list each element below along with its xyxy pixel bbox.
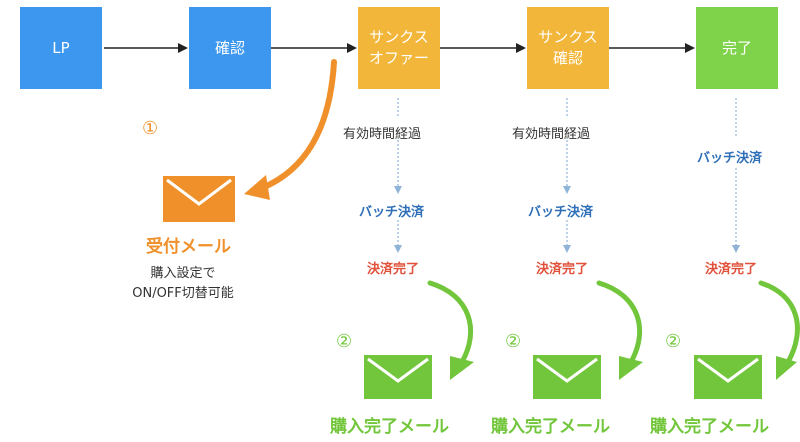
col3-step-number-2: ②	[665, 331, 682, 352]
flow-box-thanks-offer: サンクス オファー	[358, 7, 440, 89]
reception-mail-note-line1: 購入設定で	[150, 266, 216, 281]
reception-mail-note-line2: ON/OFF切替可能	[132, 286, 234, 301]
flow-box-kanryo: 完了	[696, 7, 778, 89]
flow-box-thanks-kakunin: サンクス 確認	[527, 7, 609, 89]
col2-complete-mail-title: 購入完了メール	[491, 417, 610, 437]
col3-batch-label: バッチ決済	[697, 151, 763, 166]
step-number-1: ①	[142, 118, 159, 139]
col2-done-label: 決済完了	[536, 262, 589, 277]
curved-arrow-green-2-head	[619, 356, 643, 380]
envelope-icon-green-1	[364, 355, 432, 399]
envelope-icon-orange	[163, 176, 235, 222]
col3-done-label: 決済完了	[705, 262, 758, 277]
col2-elapsed-label: 有効時間経過	[512, 127, 591, 142]
flow-box-kakunin: 確認	[189, 7, 271, 89]
col1-done-label: 決済完了	[367, 262, 420, 277]
col1-step-number-2: ②	[336, 331, 353, 352]
col1-batch-label: バッチ決済	[359, 205, 425, 220]
envelope-icon-green-3	[694, 355, 762, 399]
curved-arrow-orange	[259, 59, 337, 191]
curved-arrow-green-1	[427, 280, 473, 365]
curved-arrow-green-3	[758, 280, 800, 365]
col1-complete-mail-title: 購入完了メール	[330, 417, 449, 437]
reception-mail-title: 受付メール	[146, 237, 231, 257]
curved-arrow-green-2	[596, 280, 642, 365]
col1-elapsed-label: 有効時間経過	[343, 127, 422, 142]
envelope-icon-green-2	[533, 355, 601, 399]
curved-arrow-green-3-head	[776, 356, 797, 380]
reception-mail-note: 購入設定で ON/OFF切替可能	[118, 264, 248, 304]
col2-batch-label: バッチ決済	[528, 205, 594, 220]
curved-arrow-green-1-head	[450, 356, 474, 380]
col3-complete-mail-title: 購入完了メール	[650, 417, 769, 437]
curved-arrow-orange-head	[244, 175, 270, 200]
col2-step-number-2: ②	[505, 331, 522, 352]
flow-box-lp: LP	[20, 7, 102, 89]
